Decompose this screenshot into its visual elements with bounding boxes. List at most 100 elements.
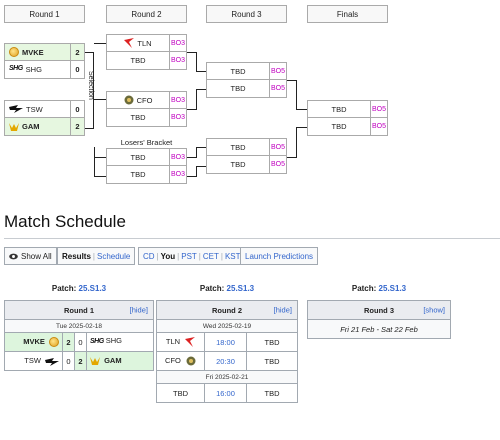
best-of: BO5 [370,118,387,135]
best-of: BO5 [269,80,286,97]
results-toggle[interactable]: Results [62,251,91,261]
team-name: TSW [26,104,43,114]
table-row[interactable]: MVKE 2 0 SHG SHG [4,332,154,352]
round2-hide-toggle[interactable]: [hide] [273,305,292,315]
timezone-toggle: CD | You | PST | CET | KST [138,247,246,265]
team-name: GAM [104,355,122,365]
bracket-slot[interactable]: CFO BO3 [106,91,187,109]
shg-icon: SHG [9,64,23,72]
launch-predictions-button[interactable]: Launch Predictions [240,247,319,265]
team-name: GAM [22,122,40,131]
patch-link[interactable]: 25.S1.3 [226,284,255,293]
table-row[interactable]: CFO 20:30 TBD [156,351,298,371]
tz-kst[interactable]: KST [224,251,241,261]
patch-label-1: Patch: 25.S1.3 [51,284,107,293]
match-date: Tue 2025-02-18 [4,319,154,333]
section-heading: Match Schedule [4,212,126,231]
best-of: BO3 [169,166,186,183]
table-row[interactable]: TLN 18:00 TBD [156,332,298,352]
table-row[interactable]: TSW 0 2 GAM [4,351,154,371]
round3-date-range: Fri 21 Feb - Sat 22 Feb [307,319,451,339]
bracket-slot[interactable]: TBD BO5 [307,118,388,136]
team-name: TBD [331,104,347,114]
best-of: BO5 [269,139,286,155]
team-name: TBD [230,84,246,93]
bracket-slot[interactable]: GAM 2 [4,118,85,136]
best-of: BO5 [269,156,286,173]
match-time[interactable]: 16:00 [204,383,247,403]
tz-pst[interactable]: PST [181,251,197,261]
tsw-icon [45,357,59,366]
score: 0 [62,351,75,371]
show-all-label: Show All [21,251,52,261]
team-score: 2 [70,118,84,135]
tz-cet[interactable]: CET [202,251,219,261]
team-name: TBD [156,383,205,403]
bracket-slot[interactable]: TSW 0 [4,100,85,118]
patch-link[interactable]: 25.S1.3 [78,284,107,293]
bracket-slot[interactable]: TBD BO3 [106,109,187,127]
r1-match-1: MVKE 2 SHG SHG 0 [4,43,85,79]
team-name: TBD [130,56,146,65]
bracket-slot[interactable]: TBD BO5 [206,80,287,98]
r3-match-2: TBD BO5 TBD BO5 [206,138,287,174]
score: 0 [74,332,87,352]
team-name: TBD [331,122,347,131]
tsw-icon [9,105,23,113]
team-name: SHG [105,336,123,345]
match-time[interactable]: 20:30 [204,351,247,371]
score: 2 [62,332,75,352]
bracket-slot[interactable]: TBD BO3 [106,52,187,70]
match-date: Fri 2025-02-21 [156,370,298,384]
team-name: TBD [230,66,246,76]
team-name: MVKE [22,47,44,57]
team-name: TBD [230,160,246,169]
best-of: BO3 [169,109,186,126]
round1-header: Round 1 [hide] [4,300,154,320]
team-name: TBD [246,332,298,352]
table-row[interactable]: TBD 16:00 TBD [156,383,298,403]
team-name: CFO [165,355,181,365]
round-header-1: Round 1 [4,5,85,23]
round1-schedule-table: Round 1 [hide] Tue 2025-02-18 MVKE 2 0 S… [4,300,154,371]
tz-cd[interactable]: CD [143,251,155,261]
bracket-slot[interactable]: TLN BO3 [106,34,187,52]
round-header-2: Round 2 [106,5,187,23]
match-date: Wed 2025-02-19 [156,319,298,333]
round1-hide-toggle[interactable]: [hide] [129,305,148,315]
round3-show-toggle[interactable]: [show] [423,305,445,315]
best-of: BO3 [169,149,186,165]
bracket-slot[interactable]: TBD BO5 [307,100,388,118]
team-name: TBD [246,383,298,403]
best-of: BO3 [169,35,186,51]
shg-icon: SHG [90,338,104,345]
bracket-slot[interactable]: MVKE 2 [4,43,85,61]
tln-icon [185,337,196,347]
show-all-button[interactable]: Show All [4,247,57,265]
r3-match-1: TBD BO5 TBD BO5 [206,62,287,98]
match-time[interactable]: 18:00 [204,332,247,352]
best-of: BO3 [169,52,186,69]
gam-icon [90,357,100,365]
bracket-slot[interactable]: TBD BO5 [206,138,287,156]
team-score: 0 [70,61,84,78]
best-of: BO5 [269,63,286,79]
r1-match-2: TSW 0 GAM 2 [4,100,85,136]
cfo-icon [124,95,134,105]
team-name: TBD [130,113,146,122]
patch-link[interactable]: 25.S1.3 [378,284,407,293]
tz-you[interactable]: You [160,251,176,261]
bracket-slot[interactable]: TBD BO3 [106,166,187,184]
bracket-slot[interactable]: TBD BO5 [206,156,287,174]
round2-schedule-table: Round 2 [hide] Wed 2025-02-19 TLN 18:00 … [156,300,298,403]
round-header-finals: Finals [307,5,388,23]
team-name: TSW [24,356,41,366]
bracket-slot[interactable]: SHG SHG 0 [4,61,85,79]
schedule-toggle[interactable]: Schedule [96,251,131,261]
bracket-slot[interactable]: TBD BO5 [206,62,287,80]
heading-divider [4,238,500,239]
round-header-3: Round 3 [206,5,287,23]
team-name: SHG [25,65,42,74]
bracket-slot[interactable]: TBD BO3 [106,148,187,166]
team-name: TLN [165,336,181,346]
